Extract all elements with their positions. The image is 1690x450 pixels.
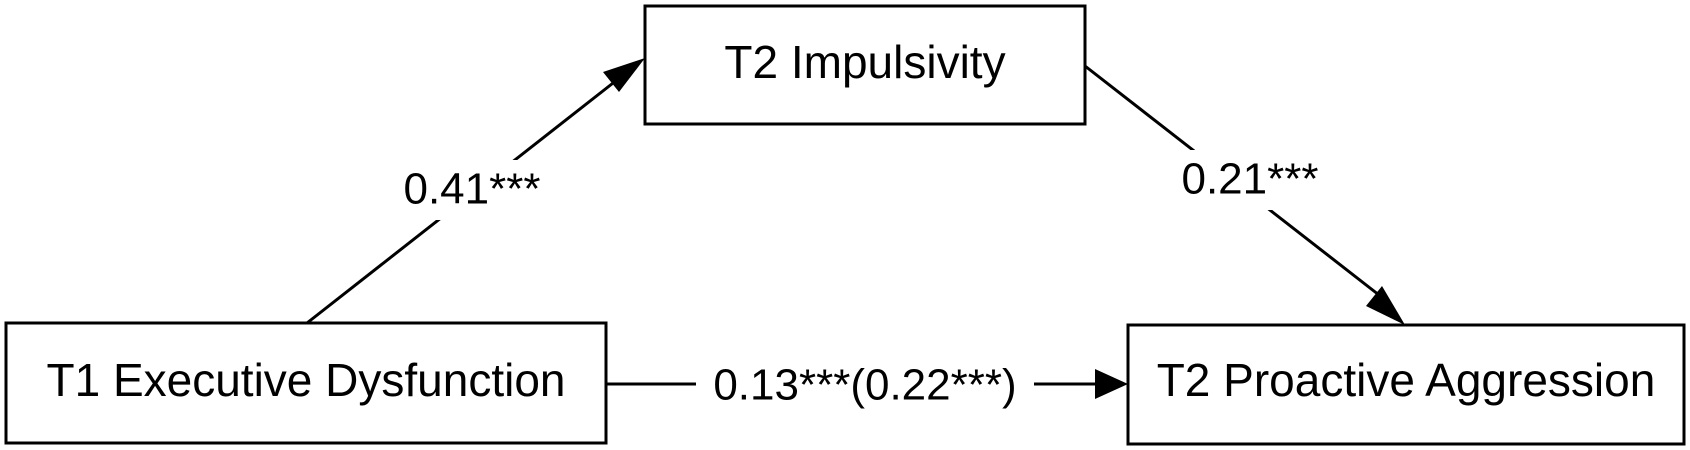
node-executive-label: T1 Executive Dysfunction	[46, 354, 565, 406]
node-aggression-label: T2 Proactive Aggression	[1157, 354, 1656, 406]
path-a-coefficient-label: 0.41***	[403, 165, 540, 214]
path-b-arrowhead	[1366, 286, 1405, 325]
path-a-coefficient: 0.41***	[392, 160, 552, 220]
path-b-coefficient-label: 0.21***	[1181, 155, 1318, 204]
node-impulsivity-label: T2 Impulsivity	[724, 36, 1005, 88]
node-impulsivity: T2 Impulsivity	[643, 4, 1087, 126]
path-c-coefficient-label: 0.13***(0.22***)	[713, 361, 1016, 410]
node-proactive-aggression: T2 Proactive Aggression	[1126, 323, 1686, 446]
node-executive-box	[4, 321, 608, 445]
node-executive-dysfunction: T1 Executive Dysfunction	[4, 321, 608, 445]
path-c-arrowhead	[1095, 369, 1128, 399]
node-aggression-box	[1126, 323, 1686, 446]
path-b-coefficient-bg	[1172, 150, 1332, 210]
path-a-coefficient-bg	[392, 160, 552, 220]
path-a-arrowhead	[603, 58, 645, 92]
path-b-coefficient: 0.21***	[1172, 150, 1332, 210]
path-c-coefficient: 0.13***(0.22***)	[696, 358, 1034, 414]
path-c-coefficient-bg	[696, 358, 1034, 414]
node-impulsivity-box	[643, 4, 1087, 126]
